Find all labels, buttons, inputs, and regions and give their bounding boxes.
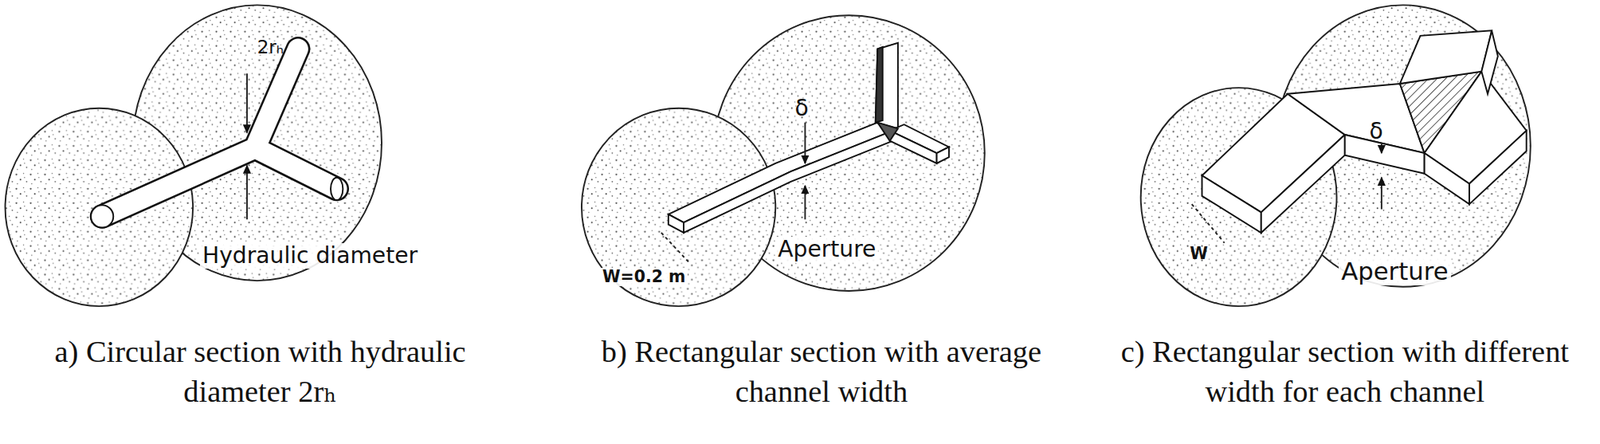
part-label: Hydraulic diameter	[200, 243, 420, 269]
dimension-label: δ	[795, 95, 809, 122]
dimension-label: δ	[1369, 118, 1384, 145]
circular-channel	[101, 48, 338, 216]
rock-grain	[5, 108, 194, 306]
part-label: Aperture	[1338, 257, 1451, 286]
rectangular-plates	[1202, 30, 1527, 233]
caption: a) Circular section with hydraulic diame…	[10, 332, 511, 412]
caption: b) Rectangular section with average chan…	[560, 332, 1082, 412]
part-label: Aperture	[775, 236, 879, 263]
rock-grain	[581, 108, 776, 306]
dimension-label: W=0.2 m	[600, 267, 688, 287]
rectangular-channel	[668, 43, 950, 233]
dimension-label: 2rₕ	[257, 36, 284, 59]
dimension-label: W	[1189, 244, 1208, 264]
caption: c) Rectangular section with different wi…	[1120, 332, 1569, 412]
